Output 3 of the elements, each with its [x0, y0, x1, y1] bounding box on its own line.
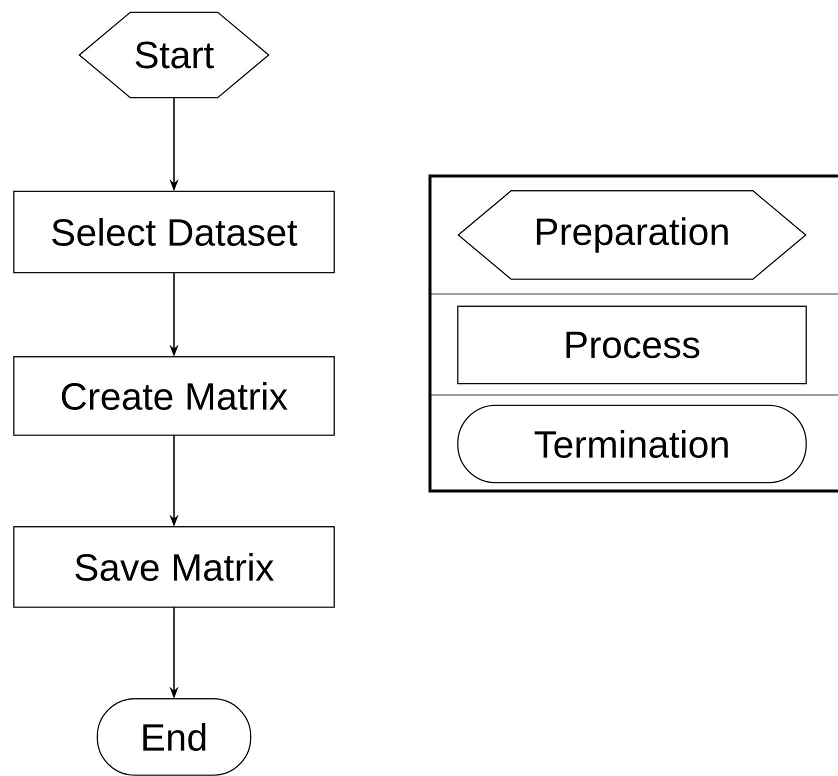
- process-box: Select Dataset: [13, 190, 335, 274]
- process-box: Save Matrix: [13, 526, 335, 608]
- process-box: Create Matrix: [13, 356, 335, 436]
